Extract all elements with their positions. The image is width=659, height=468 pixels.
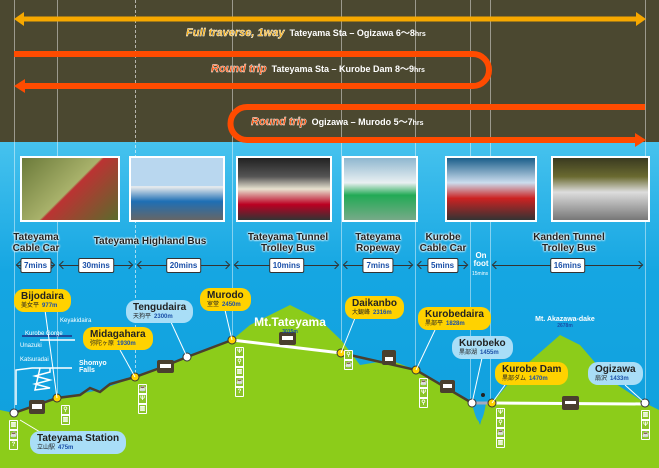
segment-trolley: 10mins xyxy=(232,258,341,273)
toilet-icon: ⚲ xyxy=(236,358,243,366)
mode-ropeway: Tateyama Ropeway xyxy=(355,232,401,254)
on-foot-time: 15mins xyxy=(472,271,489,277)
place-shomyo-falls: Shomyo Falls xyxy=(79,360,107,374)
shop-icon: ▥ xyxy=(497,439,504,447)
toilet-icon: ⚲ xyxy=(420,399,427,407)
restaurant-icon: Ψ xyxy=(497,409,504,417)
place-kurobe-gorge: Kurobe Gorge xyxy=(25,331,63,337)
facility-icons-murodo: Ψ ⚲ ▥ ☕? xyxy=(235,347,244,397)
cafe-icon: ☕ xyxy=(642,431,650,439)
restaurant-icon: Ψ xyxy=(139,395,146,403)
facility-icons-daikanbo: ⚲☕ xyxy=(344,350,353,370)
segment-ropeway: 7mins xyxy=(341,258,415,273)
segment-bus-1: 30mins xyxy=(57,258,135,273)
mountains xyxy=(0,305,659,468)
photo-kurobe-cable-car xyxy=(445,156,537,222)
restaurant-icon: Ψ xyxy=(642,421,649,429)
mode-kurobe-cable: Kurobe Cable Car xyxy=(419,232,467,254)
water xyxy=(472,403,486,422)
place-keyakidaira: Keyakidaira xyxy=(60,318,92,324)
toilet-icon: ⚲ xyxy=(345,351,352,359)
shop-icon: ▥ xyxy=(236,368,243,376)
round-trip-arrow-1 xyxy=(14,51,492,89)
facility-icons-midagahara: ☕ Ψ ▥ xyxy=(138,384,147,414)
restaurant-icon: Ψ xyxy=(420,389,427,397)
mode-highland-bus: Tateyama Highland Bus xyxy=(93,236,207,247)
photo-trolley-bus xyxy=(236,156,332,222)
segment-bus-2: 20mins xyxy=(135,258,232,273)
photo-cable-car xyxy=(20,156,120,222)
cafe-icon: ☕ xyxy=(497,429,505,437)
segment-kanden: 16mins xyxy=(490,258,645,273)
facility-icons-kurobedaira: ☕ Ψ ⚲ xyxy=(419,378,428,408)
info-icon: ? xyxy=(10,441,17,449)
mode-kanden-trolley: Kanden Tunnel Trolley Bus xyxy=(533,232,605,254)
shop-icon: ▥ xyxy=(139,405,146,413)
segment-kurobe-cable: 5mins xyxy=(415,258,470,273)
shop-icon: ▥ xyxy=(642,411,649,419)
segment-cable-car: 7mins xyxy=(14,258,57,273)
mode-cable-car: Tateyama Cable Car xyxy=(12,232,60,254)
facility-icons-ogizawa: ▥ Ψ ☕ xyxy=(641,410,650,440)
hiker-icon xyxy=(481,393,485,397)
full-traverse-arrow xyxy=(14,12,646,26)
facility-icons-kurobe-dam: Ψ ⚲ ☕ ▥ xyxy=(496,408,505,448)
round-trip-arrow-2 xyxy=(227,104,645,143)
facility-icons-bijodaira: ⚲▥ xyxy=(61,405,70,425)
photo-ropeway xyxy=(342,156,418,222)
toilet-icon: ⚲ xyxy=(497,419,504,427)
shop-icon: ▥ xyxy=(62,416,69,424)
photo-kanden-trolley xyxy=(551,156,650,222)
cafe-icon: ☕ xyxy=(139,385,147,393)
route-duration-panel xyxy=(0,0,659,142)
mode-on-foot: On foot xyxy=(473,251,489,268)
cafe-icon: ☕ xyxy=(10,431,18,439)
cafe-icon: ☕ xyxy=(420,379,428,387)
shop-icon: ▥ xyxy=(10,421,17,429)
place-unazuki: Unazuki xyxy=(20,343,42,349)
info-icon: ? xyxy=(236,388,243,396)
tunnel-line xyxy=(231,338,342,355)
cafe-icon: ☕ xyxy=(236,378,244,386)
toilet-icon: ⚲ xyxy=(62,406,69,414)
restaurant-icon: Ψ xyxy=(236,348,243,356)
node-tateyama xyxy=(9,408,19,418)
photo-highland-bus xyxy=(129,156,225,222)
cafe-icon: ☕ xyxy=(345,361,353,369)
facility-icons-tateyama: ▥ ☕? xyxy=(9,420,18,450)
vehicle-icons xyxy=(29,332,579,414)
place-katsuradai: Katsuradai xyxy=(20,357,49,363)
mode-tunnel-trolley: Tateyama Tunnel Trolley Bus xyxy=(247,232,329,254)
